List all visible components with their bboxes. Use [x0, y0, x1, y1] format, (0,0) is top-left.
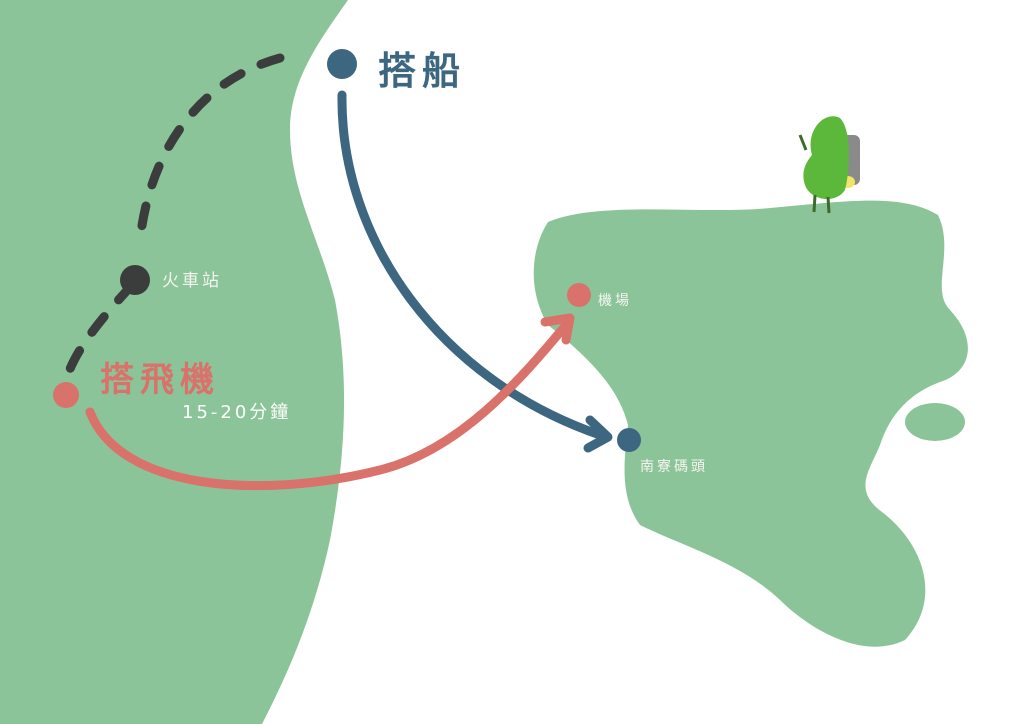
plane-label: 搭飛機	[100, 360, 220, 400]
plane-start-marker[interactable]	[53, 382, 79, 408]
boat-start-marker[interactable]	[327, 49, 357, 79]
plane-route	[85, 320, 571, 491]
island	[533, 200, 968, 647]
train-route	[61, 53, 285, 385]
character-illustration	[798, 116, 860, 214]
harbor-label: 南寮碼頭	[640, 459, 708, 475]
duration-label: 15-20分鐘	[182, 402, 292, 423]
boat-route	[337, 90, 605, 440]
boat-label: 搭船	[378, 49, 467, 93]
train-station-marker[interactable]	[120, 265, 150, 295]
harbor-marker[interactable]	[617, 428, 641, 452]
airport-marker[interactable]	[567, 283, 591, 307]
mainland	[0, 0, 348, 724]
train-station-label: 火車站	[162, 271, 222, 291]
plane-arrowhead	[540, 313, 575, 345]
airport-label: 機場	[598, 293, 632, 309]
islet	[905, 403, 965, 441]
boat-arrowhead	[583, 415, 613, 453]
